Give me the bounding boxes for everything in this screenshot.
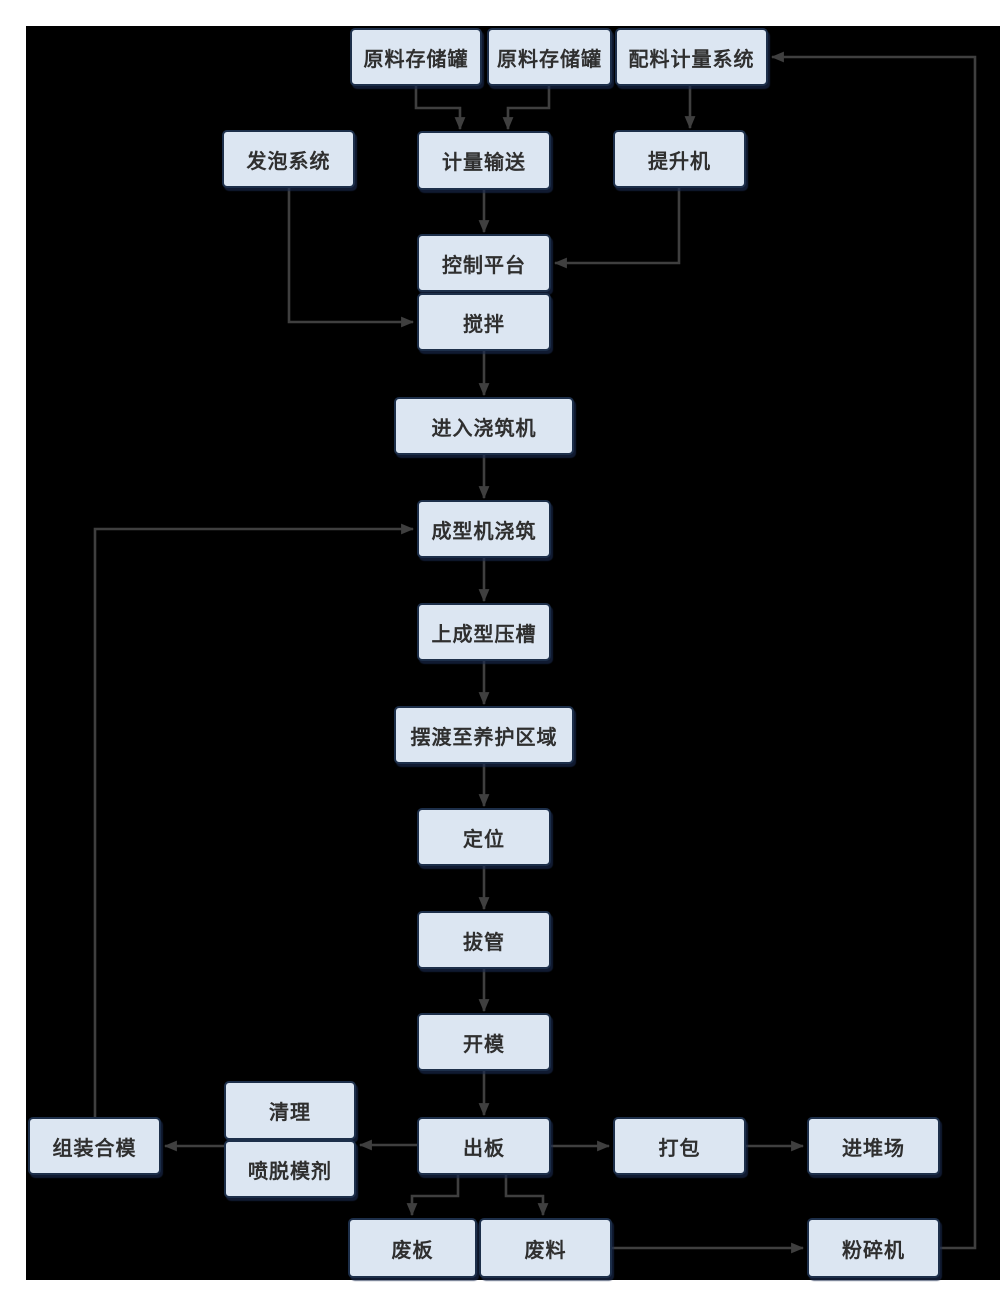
flow-node-forming-pouring: 成型机浇筑 [417, 500, 551, 558]
flow-node-foaming-system: 发泡系统 [222, 130, 355, 188]
flow-node-ferry-curing: 摆渡至养护区域 [394, 706, 574, 764]
flow-node-board-out: 出板 [417, 1117, 551, 1175]
flow-node-waste-material: 废料 [479, 1218, 612, 1278]
flow-node-stockyard: 进堆场 [807, 1117, 940, 1175]
flow-node-mold-opening: 开模 [417, 1013, 551, 1071]
flow-node-raw-tank-1: 原料存储罐 [350, 28, 482, 86]
flow-node-tube-pulling: 拔管 [417, 911, 551, 969]
flow-node-raw-tank-2: 原料存储罐 [487, 28, 612, 86]
flow-node-positioning: 定位 [417, 808, 551, 866]
flow-node-crusher: 粉碎机 [807, 1218, 940, 1278]
flow-node-packing: 打包 [613, 1117, 746, 1175]
flow-node-assemble-mold: 组装合模 [28, 1117, 161, 1175]
flow-node-mixing: 搅拌 [417, 293, 551, 351]
flow-node-enter-pouring: 进入浇筑机 [394, 397, 574, 455]
flow-node-waste-board: 废板 [348, 1218, 477, 1278]
flow-node-cleaning: 清理 [224, 1081, 356, 1140]
flow-node-forming-groove: 上成型压槽 [417, 603, 551, 661]
flow-node-hoist: 提升机 [613, 130, 746, 188]
flow-node-batching-system: 配料计量系统 [615, 28, 768, 86]
flow-node-metering-conveyor: 计量输送 [417, 131, 551, 190]
flow-node-spray-release: 喷脱模剂 [224, 1140, 356, 1198]
flow-node-control-platform: 控制平台 [417, 234, 551, 292]
